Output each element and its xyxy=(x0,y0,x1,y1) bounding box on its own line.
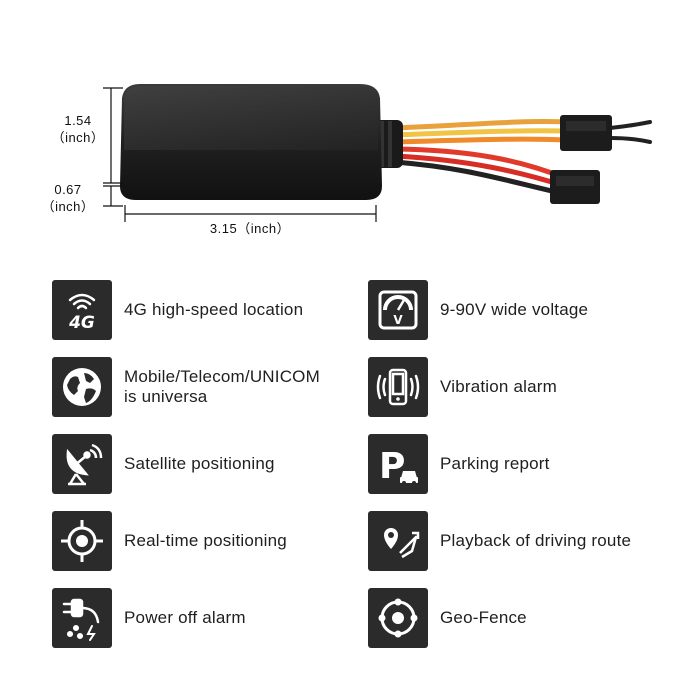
feature-label: Satellite positioning xyxy=(124,454,275,473)
feature-parking-report: P Parking report xyxy=(368,434,550,494)
gps-tracker-device-image xyxy=(103,84,652,222)
crosshair-icon xyxy=(52,511,112,571)
feature-route-playback: Playback of driving route xyxy=(368,511,631,571)
feature-label: 9-90V wide voltage xyxy=(440,300,589,319)
feature-satellite-positioning: Satellite positioning xyxy=(52,434,275,494)
feature-label: Geo-Fence xyxy=(440,608,527,627)
length-value: 3.15（inch） xyxy=(209,221,291,236)
power-plug-icon xyxy=(52,588,112,648)
height-dimension-label: 1.54 （inch） xyxy=(48,112,108,146)
feature-realtime-positioning: Real-time positioning xyxy=(52,511,287,571)
height-value: 1.54 xyxy=(64,113,92,128)
feature-power-off-alarm: Power off alarm xyxy=(52,588,246,648)
svg-text:4G: 4G xyxy=(68,313,95,333)
feature-label: Mobile/Telecom/UNICOM is universa xyxy=(124,367,320,406)
route-map-icon xyxy=(368,511,428,571)
feature-wide-voltage: V 9-90V wide voltage xyxy=(368,280,588,340)
feature-4g-location: 4G 4G high-speed location xyxy=(52,280,303,340)
length-dimension-label: 3.15（inch） xyxy=(180,220,320,237)
geo-fence-icon xyxy=(368,588,428,648)
globe-icon xyxy=(52,357,112,417)
thickness-value: 0.67 xyxy=(54,182,82,197)
feature-geo-fence: Geo-Fence xyxy=(368,588,527,648)
feature-label: Power off alarm xyxy=(124,608,246,627)
thickness-dimension-label: 0.67 （inch） xyxy=(38,181,98,215)
vibrating-phone-icon xyxy=(368,357,428,417)
voltmeter-icon: V xyxy=(368,280,428,340)
feature-network-compatibility: Mobile/Telecom/UNICOM is universa xyxy=(52,357,320,417)
satellite-dish-icon xyxy=(52,434,112,494)
feature-label: Vibration alarm xyxy=(440,377,558,396)
svg-text:V: V xyxy=(393,313,403,327)
feature-label: 4G high-speed location xyxy=(124,300,304,319)
4g-signal-icon: 4G xyxy=(52,280,112,340)
feature-label: Parking report xyxy=(440,454,550,473)
height-unit: （inch） xyxy=(51,130,105,145)
feature-label: Playback of driving route xyxy=(440,531,632,550)
feature-vibration-alarm: Vibration alarm xyxy=(368,357,557,417)
thickness-unit: （inch） xyxy=(41,199,95,214)
feature-label: Real-time positioning xyxy=(124,531,287,550)
parking-car-icon: P xyxy=(368,434,428,494)
